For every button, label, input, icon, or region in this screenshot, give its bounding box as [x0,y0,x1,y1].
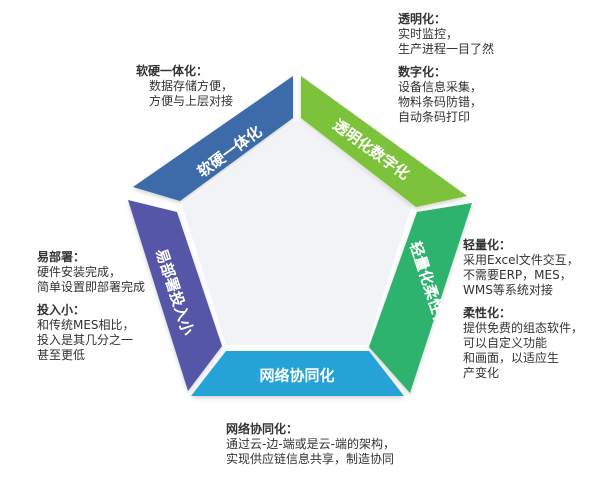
note-title: 柔性化： [463,306,512,320]
note-line: 和传统MES相比， [37,318,135,332]
note-title: 易部署： [37,250,86,264]
note-title: 投入小： [37,303,86,317]
segment-top-left [133,76,293,201]
note-line: WMS等系统对接 [463,283,553,297]
note-lightweight-flexible: 轻量化： 采用Excel文件交互， 不需要ERP，MES， WMS等系统对接 柔… [463,238,583,381]
segment-bottom [191,351,404,396]
note-line: 设备信息采集， [398,80,483,94]
note-line: 自动条码打印 [398,110,471,124]
note-line: 实现供应链信息共享，制造协同 [226,452,395,466]
note-line: 硬件安装完成， [37,265,122,279]
note-line: 可以自定义功能 [463,336,548,350]
note-network: 网络协同化： 通过云-边-端或是云-端的架构， 实现供应链信息共享，制造协同 [226,422,395,467]
note-hw-sw: 软硬一体化： 数据存储方便， 方便与上层对接 [136,64,233,109]
note-line: 方便与上层对接 [149,94,234,108]
note-deploy-investment: 易部署： 硬件安装完成， 简单设置即部署完成 投入小： 和传统MES相比， 投入… [37,250,145,363]
note-line: 数据存储方便， [149,79,234,93]
note-title: 轻量化： [463,238,512,252]
note-line: 实时监控， [398,27,459,41]
note-title: 数字化： [398,65,447,79]
segment-right [369,203,472,393]
segment-left [128,200,222,391]
note-line: 提供免费的组态软件， [463,321,584,335]
note-line: 投入是其几分之一 [37,333,134,347]
note-line: 产变化 [463,366,500,380]
note-line: 简单设置即部署完成 [37,280,146,294]
segment-top-right [301,76,467,207]
note-transparent-digital: 透明化： 实时监控， 生产进程一目了然 数字化： 设备信息采集， 物料条码防错，… [398,12,494,125]
note-title: 透明化： [398,12,447,26]
note-line: 物料条码防错， [398,95,483,109]
note-line: 采用Excel文件交互， [463,253,579,267]
note-line: 通过云-边-端或是云-端的架构， [226,437,395,451]
note-line: 生产进程一目了然 [398,42,495,56]
note-title: 网络协同化： [226,422,299,436]
note-line: 甚至更低 [37,348,86,362]
note-line: 和画面，以适应生 [463,351,560,365]
segment-label-bottom: 网络协同化 [259,367,334,385]
pentagon-center [182,120,412,345]
note-line: 不需要ERP，MES， [463,268,572,282]
note-title: 软硬一体化： [136,64,209,78]
